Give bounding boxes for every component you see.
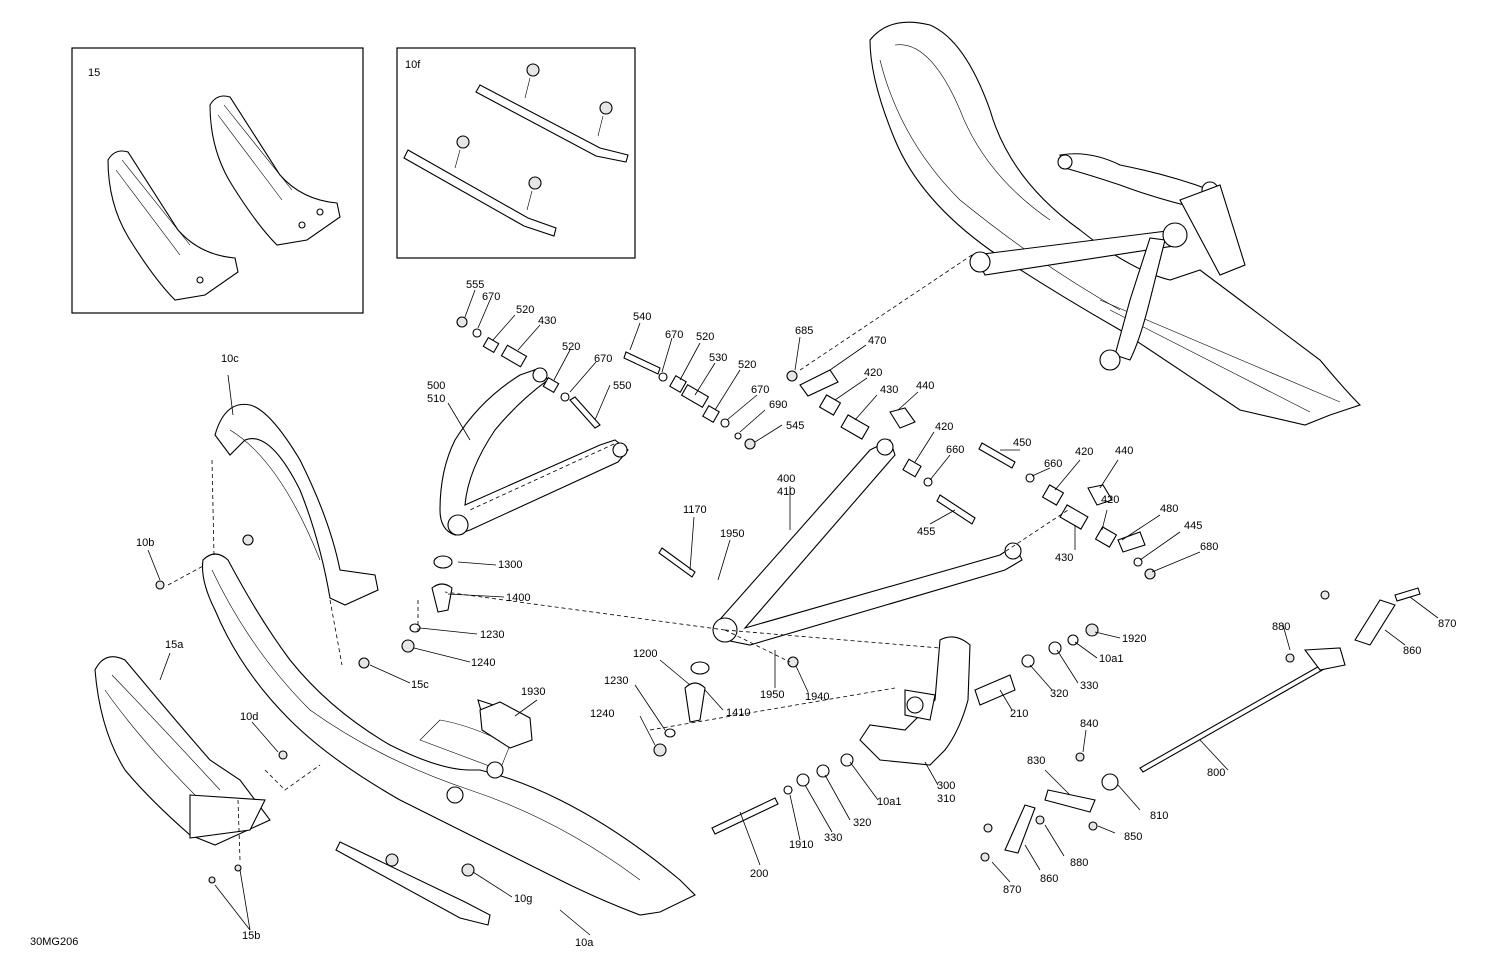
callout: 680 [1200,541,1218,553]
callout: 445 [1184,520,1202,532]
callout: 15c [411,679,429,691]
callout: 10c [221,353,239,365]
callout: 1300 [498,559,522,571]
callout: 670 [751,384,769,396]
callout: 1200 [633,648,657,660]
callout: 430 [1055,552,1073,564]
callout: 670 [482,291,500,303]
callout: 860 [1040,873,1058,885]
callout: 420 [1101,494,1119,506]
inset-box-10f: 10f [396,47,636,259]
callout: 545 [786,420,804,432]
callout: 520 [516,304,534,316]
callout-labels: 555 670 520 430 520 670 550 500 510 540 … [136,279,1456,949]
callout: 310 [937,793,955,805]
spindle [859,636,971,766]
callout: 1410 [726,707,750,719]
callout: 450 [1013,437,1031,449]
callout: 520 [562,341,580,353]
callout: 1240 [471,657,495,669]
callout: 810 [1150,810,1168,822]
callout: 420 [1075,446,1093,458]
callout: 870 [1003,884,1021,896]
assembled-ski-view [869,21,1362,426]
callout: 440 [1115,445,1133,457]
callout: 420 [864,367,882,379]
callout: 520 [696,331,714,343]
callout: 880 [1070,857,1088,869]
hardware [401,316,1421,862]
callout: 320 [1050,688,1068,700]
callout: 860 [1403,645,1421,657]
callout: 15b [242,930,260,942]
lower-a-arm [712,438,1023,646]
callout: 800 [1207,767,1225,779]
callout: 880 [1272,621,1290,633]
callout: 1170 [683,504,707,516]
callout: 830 [1027,755,1045,767]
left-ski-assembly [94,403,696,926]
callout: 320 [853,817,871,829]
callout: 400 [777,473,795,485]
callout: 1920 [1122,633,1146,645]
callout: 660 [1044,458,1062,470]
callout: 10b [136,537,154,549]
callout: 670 [594,353,612,365]
callout: 685 [795,325,813,337]
callout: 1910 [789,839,813,851]
callout: 1930 [521,686,545,698]
callout: 10a1 [1099,653,1123,665]
callout: 455 [917,526,935,538]
inset-label-15: 15 [88,67,100,79]
callout: 15a [165,639,184,651]
callout: 555 [466,279,484,291]
callout: 870 [1438,618,1456,630]
callout: 10g [514,893,532,905]
callout: 440 [916,380,934,392]
inset-label-10f: 10f [405,59,421,71]
callout: 540 [633,311,651,323]
callout: 10a [575,937,594,949]
callout: 10d [240,711,258,723]
callout: 200 [750,868,768,880]
callout: 690 [769,399,787,411]
callout: 1950 [720,528,744,540]
callout: 330 [824,832,842,844]
callout: 670 [665,329,683,341]
callout: 500 [427,380,445,392]
callout: 660 [946,444,964,456]
callout: 300 [937,780,955,792]
inset-box-15: 15 [71,47,364,314]
callout: 1230 [480,629,504,641]
upper-a-arm [439,367,629,536]
callout: 330 [1080,680,1098,692]
callout: 1230 [604,675,628,687]
callout: 530 [709,352,727,364]
callout: 430 [880,384,898,396]
diagram-id: 30MG206 [30,936,78,948]
callout: 520 [738,359,756,371]
callout: 470 [868,335,886,347]
callout: 420 [935,421,953,433]
callout: 1950 [760,689,784,701]
callout: 850 [1124,831,1142,843]
callout: 510 [427,393,445,405]
callout: 480 [1160,503,1178,515]
callout: 550 [613,380,631,392]
callout: 430 [538,315,556,327]
leader-lines [147,289,1439,936]
callout: 210 [1010,708,1028,720]
assembly-lines [167,254,1069,861]
callout: 1940 [805,691,829,703]
callout: 1400 [506,592,530,604]
callout: 840 [1080,718,1098,730]
callout: 1240 [590,708,614,720]
callout: 410 [777,486,795,498]
callout: 10a1 [877,796,901,808]
